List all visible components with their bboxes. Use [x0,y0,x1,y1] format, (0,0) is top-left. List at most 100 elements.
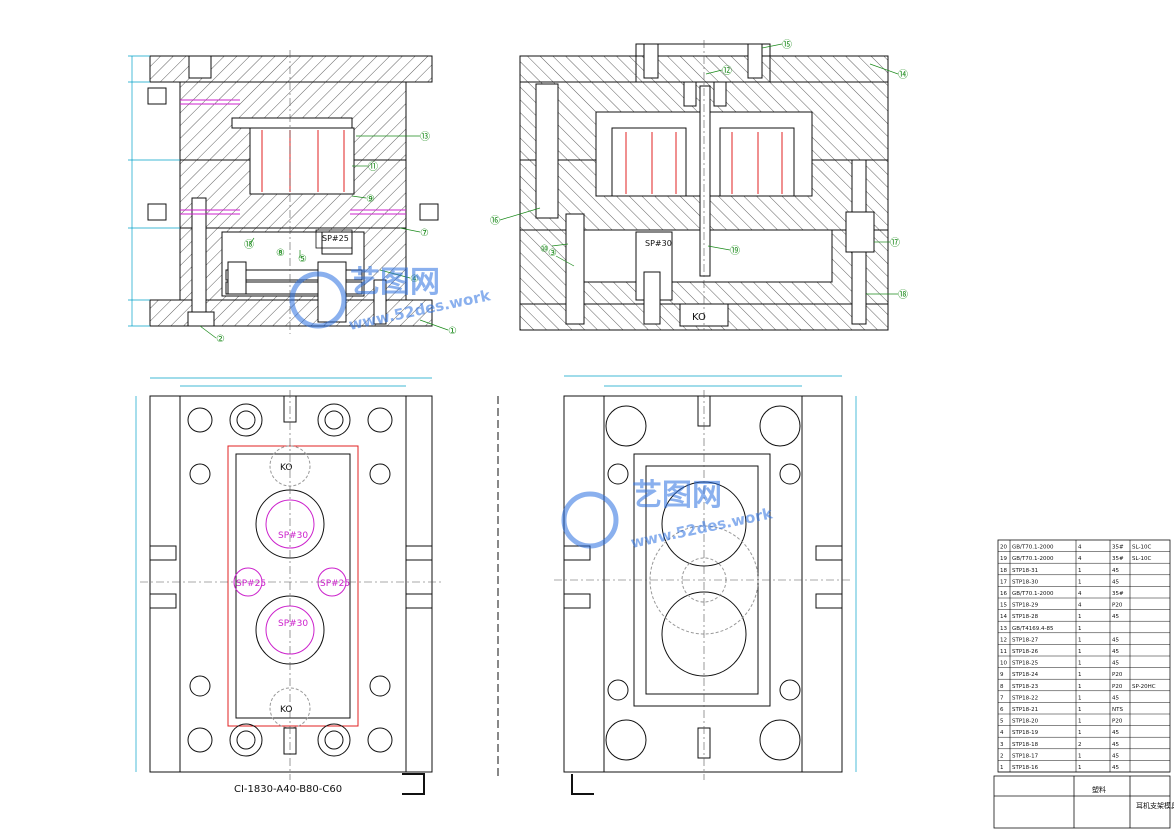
callout: ⑬ [420,131,430,143]
bom-cell: STP18-24 [1012,672,1039,678]
bom-cell: P20 [1112,719,1123,725]
bom-cell: 1 [1078,637,1082,643]
callout: ④ [410,274,419,285]
bom-cell: SL-10C [1132,545,1151,551]
bom-cell: 9 [1000,672,1004,678]
callout: ⑫ [722,65,732,77]
bom-cell: P20 [1112,684,1123,690]
bom-cell: 45 [1112,765,1119,771]
sp30-plan-label: SP#30 [278,531,308,541]
bom-cell: 15 [1000,603,1007,609]
bom-cell: 1 [1078,753,1082,759]
view-direction-symbol [402,773,425,795]
bom-cell: 45 [1112,695,1119,701]
sp25-plan-label-b: SP#25 [320,579,350,589]
watermark-cn-2: 艺图网 [632,478,722,513]
bom-cell: GB/T70.1-2000 [1012,591,1054,597]
left-plan-view [140,390,442,780]
callout: ⑱ [898,289,908,301]
bom-cell: STP18-27 [1012,637,1039,643]
bom-cell: 1 [1078,626,1082,632]
callout: ③ [548,248,557,259]
bom-cell: 35# [1112,556,1124,562]
bom-cell: 1 [1078,695,1082,701]
bom-cell: P20 [1112,603,1123,609]
bom-cell: 12 [1000,637,1007,643]
sp25-plan-label: SP#25 [236,579,266,589]
callout: ⑧ [276,248,285,259]
bom-cell: 8 [1000,684,1004,690]
left-dimensions [128,55,180,327]
bom-cell: 4 [1078,556,1082,562]
bom-cell: 1 [1078,661,1082,667]
bom-cell: STP18-20 [1012,719,1039,725]
callout: ⑰ [890,237,900,249]
right-section-view [519,40,889,331]
bom-cell: 7 [1000,695,1004,701]
bom-cell: 11 [1000,649,1007,655]
bom-cell: 4 [1078,591,1082,597]
bom-cell: 5 [1000,719,1004,725]
bom-cell: 45 [1112,637,1119,643]
title-material: 塑料 [1092,785,1106,794]
bom-cell: SL-10C [1132,556,1151,562]
bom-cell: 6 [1000,707,1004,713]
bom-cell: 4 [1000,730,1004,736]
bom-cell: 45 [1112,730,1119,736]
bom-cell: NTS [1112,707,1123,713]
bom-cell: 45 [1112,568,1119,574]
bom-cell: 1 [1000,765,1004,771]
callout: ⑨ [366,194,375,205]
bom-cell: 45 [1112,579,1119,585]
bom-cell: 1 [1078,719,1082,725]
bom-cell: GB/T70.1-2000 [1012,556,1054,562]
right-callouts: ⑮ ⑫ ⑭ ⑯ ⑩ ⑲ ⑰ ⑱ ③ [490,39,908,301]
sp25-label: SP#25 [322,234,349,243]
bom-cell: STP18-16 [1012,765,1039,771]
bom-cell: 18 [1000,568,1007,574]
watermark-cn: 艺图网 [350,265,440,300]
callout: ⑯ [490,215,500,227]
callout: ⑦ [420,228,429,239]
bom-cell: STP18-21 [1012,707,1038,713]
bom-cell: STP18-31 [1012,568,1038,574]
bom-cell: STP18-25 [1012,661,1039,667]
bom-cell: GB/T4169.4-85 [1012,626,1054,632]
bom-cell: 4 [1078,603,1082,609]
ko-plan-label-b: KO [280,705,293,715]
callout: ⑮ [782,39,792,51]
left-plan-labels: SP#30 SP#25 SP#25 SP#30 KO KO [236,463,350,715]
bom-cell: 3 [1000,742,1004,748]
bom-cell: 13 [1000,626,1007,632]
bom-cell: 1 [1078,614,1082,620]
view-direction-symbol-right [571,774,594,795]
bom-cell: STP18-17 [1012,753,1039,759]
bom-cell: 1 [1078,730,1082,736]
bom-cell: 1 [1078,684,1082,690]
bom-cell: STP18-18 [1012,742,1039,748]
bom-cell: 17 [1000,579,1007,585]
bom-cell: 19 [1000,556,1007,562]
right-plan-view [554,390,852,780]
bom-cell: SP-20HC [1132,684,1156,690]
callout: ⑤ [298,254,307,265]
bom-cell: 1 [1078,579,1082,585]
bom-cell: 45 [1112,742,1119,748]
sp30-plan-label-b: SP#30 [278,619,308,629]
bom-cell: 4 [1078,545,1082,551]
callout: ② [216,334,225,345]
bom-cell: P20 [1112,672,1123,678]
bom-cell: 1 [1078,765,1082,771]
bom-cell: STP18-29 [1012,603,1039,609]
bom-cell: STP18-19 [1012,730,1039,736]
bom-cell: 16 [1000,591,1007,597]
bom-cell: STP18-23 [1012,684,1039,690]
bom-cell: 14 [1000,614,1007,620]
callout: ⑱ [244,239,254,251]
ko-label: KO [692,312,706,323]
bom-cell: STP18-28 [1012,614,1039,620]
callout: ⑩ [540,244,549,255]
right-plan-dimensions [564,375,857,772]
bom-cell: 35# [1112,591,1124,597]
spec-code: CI-1830-A40-B80-C60 [234,784,342,795]
